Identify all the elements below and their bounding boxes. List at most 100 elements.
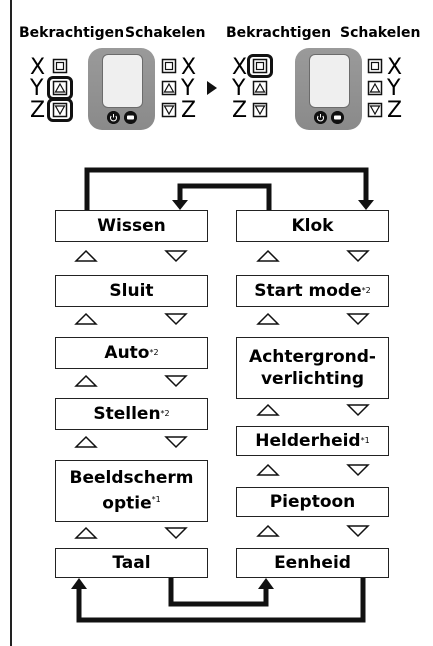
margin-line <box>10 0 12 646</box>
triangle-down-icon <box>164 527 188 540</box>
nav-arrows-left-5 <box>74 526 188 540</box>
triangle-up-icon <box>256 249 280 262</box>
triangle-down-icon <box>161 102 177 118</box>
menu-box-achtergrondverlichting: Achtergrond- verlichting <box>236 337 389 399</box>
triangle-down-icon <box>346 250 370 263</box>
backlight-icon <box>124 111 137 124</box>
footnote-marker: *2 <box>361 286 371 295</box>
nav-arrows-right-1 <box>256 249 370 263</box>
header-confirm-right: Bekrachtigen <box>226 25 332 41</box>
menu-box-pieptoon: Pieptoon <box>236 487 389 517</box>
nav-arrows-left-4 <box>74 435 188 449</box>
arrow-up-icon <box>71 578 87 589</box>
menu-label: Sluit <box>109 281 154 301</box>
arrow-down-icon <box>358 200 374 210</box>
header-switch-right: Schakelen <box>340 25 421 41</box>
button-y-label: Y <box>181 76 195 101</box>
menu-label-line2: optie*1 <box>102 489 160 515</box>
triangle-down-icon <box>346 464 370 477</box>
triangle-up-icon <box>74 435 98 448</box>
nav-arrows-right-2 <box>256 312 370 326</box>
footnote-marker: *1 <box>360 436 370 445</box>
triangle-up-icon <box>256 524 280 537</box>
device-screen <box>102 54 143 108</box>
nav-arrows-right-5 <box>256 524 370 538</box>
header-confirm-left: Bekrachtigen <box>19 25 125 41</box>
highlight-z-button <box>47 98 73 122</box>
triangle-down-icon <box>164 313 188 326</box>
button-z-label: Z <box>30 98 46 123</box>
triangle-down-icon <box>52 102 68 118</box>
button-z-label: Z <box>181 98 197 123</box>
menu-label: Start mode <box>254 281 362 301</box>
menu-label: Pieptoon <box>269 492 356 512</box>
button-x-label: X <box>232 55 248 80</box>
menu-label: Taal <box>112 553 151 573</box>
menu-label: Eenheid <box>274 553 351 573</box>
menu-label: Wissen <box>97 216 166 236</box>
triangle-down-icon <box>164 375 188 388</box>
menu-box-auto: Auto*2 <box>55 337 208 369</box>
footnote-marker: *1 <box>151 495 161 505</box>
triangle-up-icon <box>74 374 98 387</box>
menu-label: optie <box>102 493 152 514</box>
triangle-up-icon <box>52 80 68 96</box>
button-y-label: Y <box>30 76 44 101</box>
triangle-down-icon <box>367 102 383 118</box>
display-device-right <box>295 48 362 130</box>
triangle-up-icon <box>256 403 280 416</box>
menu-label: Klok <box>291 216 334 236</box>
footnote-marker: *2 <box>160 409 170 418</box>
menu-box-sluit: Sluit <box>55 275 208 307</box>
triangle-up-icon <box>74 312 98 325</box>
triangle-down-icon <box>346 404 370 417</box>
next-arrow-icon <box>207 81 217 95</box>
highlight-x-button <box>247 54 273 78</box>
triangle-up-icon <box>256 463 280 476</box>
footnote-marker: *2 <box>149 348 159 357</box>
square-icon <box>161 58 177 74</box>
triangle-down-icon <box>164 436 188 449</box>
nav-arrows-right-4 <box>256 463 370 477</box>
nav-arrows-left-3 <box>74 374 188 388</box>
menu-label: verlichting <box>260 369 365 389</box>
triangle-up-icon <box>74 526 98 539</box>
button-z-label: Z <box>232 98 248 123</box>
button-y-label: Y <box>387 76 401 101</box>
button-y-label: Y <box>232 76 246 101</box>
menu-label: Helderheid <box>255 431 361 451</box>
triangle-up-icon <box>161 80 177 96</box>
arrow-down-icon <box>172 200 188 210</box>
triangle-up-icon <box>367 80 383 96</box>
menu-label: Beeldscherm <box>69 468 194 489</box>
menu-label: Auto <box>104 343 150 363</box>
nav-arrows-left-1 <box>74 249 188 263</box>
menu-box-wissen: Wissen <box>55 210 208 242</box>
nav-arrows-left-2 <box>74 312 188 326</box>
menu-label: Achtergrond- <box>249 347 376 367</box>
triangle-down-icon <box>346 313 370 326</box>
triangle-up-icon <box>252 80 268 96</box>
button-z-label: Z <box>387 98 403 123</box>
button-x-label: X <box>181 55 197 80</box>
triangle-down-icon <box>164 250 188 263</box>
nav-arrows-right-3 <box>256 403 370 417</box>
menu-box-stellen: Stellen*2 <box>55 398 208 430</box>
menu-box-start-mode: Start mode*2 <box>236 275 389 307</box>
square-icon <box>252 58 268 74</box>
header-switch-left: Schakelen <box>125 25 206 41</box>
menu-box-taal: Taal <box>55 548 208 578</box>
menu-box-eenheid: Eenheid <box>236 548 389 578</box>
triangle-down-icon <box>252 102 268 118</box>
triangle-up-icon <box>74 249 98 262</box>
menu-box-beeldscherm-optie: Beeldscherm optie*1 <box>55 460 208 522</box>
triangle-down-icon <box>346 525 370 538</box>
display-device-left <box>88 48 155 130</box>
device-screen <box>309 54 350 108</box>
power-icon <box>107 111 120 124</box>
button-x-label: X <box>30 55 46 80</box>
button-x-label: X <box>387 55 403 80</box>
square-icon <box>52 58 68 74</box>
